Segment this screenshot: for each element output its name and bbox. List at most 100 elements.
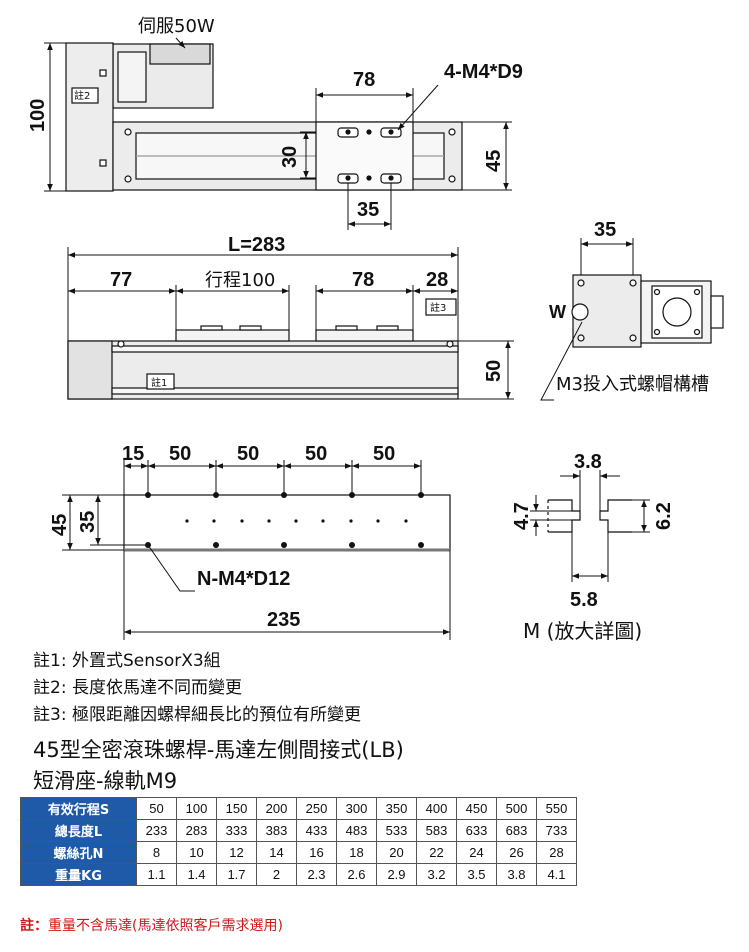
table-cell: 683 (496, 819, 537, 842)
title-line-2: 短滑座-線軌M9 (33, 769, 178, 793)
dim-L: L=283 (228, 234, 285, 256)
row-header: 有效行程S (20, 797, 137, 820)
row-header: 總長度L (20, 819, 137, 842)
servo-label: 伺服50W (138, 16, 215, 37)
table-cell: 400 (416, 797, 457, 820)
table-cell: 483 (336, 819, 377, 842)
technical-drawing: 註2 伺服50W 100 78 4-M4*D9 30 45 35 (27, 16, 724, 643)
dim-45-bot: 45 (49, 514, 71, 536)
table-cell: 733 (536, 819, 577, 842)
table-cell: 8 (136, 841, 177, 864)
table-cell: 2.9 (376, 863, 417, 886)
bottom-view (123, 494, 451, 552)
row-header: 螺絲孔N (20, 841, 137, 864)
row-header: 重量KG (20, 863, 137, 886)
w-label: W (549, 302, 566, 322)
footer-note: 註：重量不含馬達(馬達依照客戶需求選用) (20, 915, 283, 935)
detail-m (547, 499, 632, 533)
note3-tag: 註3 (430, 302, 446, 314)
dim-35-top: 35 (357, 199, 379, 221)
detail-label: M (放大詳圖) (523, 619, 642, 643)
table-cell: 300 (336, 797, 377, 820)
note2-tag: 註2 (74, 90, 90, 102)
table-cell: 10 (176, 841, 217, 864)
dim-4-7: 4.7 (511, 502, 533, 530)
dim-50-side: 50 (483, 360, 505, 382)
dim-100: 100 (27, 99, 49, 132)
table-cell: 550 (536, 797, 577, 820)
dim-78-top: 78 (353, 69, 375, 91)
table-cell: 200 (256, 797, 297, 820)
end-view (571, 274, 724, 348)
dim-50-a: 50 (169, 443, 191, 465)
table-cell: 22 (416, 841, 457, 864)
holes-top-label: 4-M4*D9 (444, 61, 523, 83)
table-cell: 350 (376, 797, 417, 820)
base-plate (123, 494, 451, 551)
stroke-label: 行程100 (205, 270, 275, 291)
table-cell: 383 (256, 819, 297, 842)
side-view (67, 298, 459, 400)
table-cell: 283 (176, 819, 217, 842)
dim-235: 235 (267, 609, 300, 631)
table-cell: 24 (456, 841, 497, 864)
dim-50-d: 50 (373, 443, 395, 465)
model-title: 45型全密滾珠螺桿-馬達左側間接式(LB) 短滑座-線軌M9 (33, 735, 404, 797)
carriage-right (315, 329, 414, 342)
table-cell: 533 (376, 819, 417, 842)
table-cell: 450 (456, 797, 497, 820)
note-3: 註3: 極限距離因螺桿細長比的預位有所變更 (33, 705, 361, 725)
dim-78-mid: 78 (352, 269, 374, 291)
table-cell: 20 (376, 841, 417, 864)
dim-6-2: 6.2 (653, 502, 675, 530)
table-cell: 2 (256, 863, 297, 886)
table-cell: 1.7 (216, 863, 257, 886)
table-cell: 633 (456, 819, 497, 842)
footer-prefix: 註： (20, 918, 48, 934)
top-view (65, 42, 463, 192)
dim-50-b: 50 (237, 443, 259, 465)
table-cell: 50 (136, 797, 177, 820)
notes-block: 註1: 外置式SensorX3組 註2: 長度依馬達不同而變更 註3: 極限距離… (33, 648, 361, 729)
dim-45-top: 45 (483, 150, 505, 172)
dim-77: 77 (110, 269, 132, 291)
dim-30: 30 (279, 146, 301, 168)
table-cell: 26 (496, 841, 537, 864)
table-cell: 4.1 (536, 863, 577, 886)
note1-tag: 註1 (151, 377, 167, 389)
dim-50-c: 50 (305, 443, 327, 465)
table-cell: 583 (416, 819, 457, 842)
table-cell: 18 (336, 841, 377, 864)
table-cell: 250 (296, 797, 337, 820)
m3-slot-label: M3投入式螺帽構槽 (556, 374, 709, 395)
title-line-1: 45型全密滾珠螺桿-馬達左側間接式(LB) (33, 738, 404, 762)
table-cell: 100 (176, 797, 217, 820)
note-2: 註2: 長度依馬達不同而變更 (33, 678, 242, 698)
table-cell: 12 (216, 841, 257, 864)
end-block-top (65, 42, 114, 192)
dim-3-8: 3.8 (574, 451, 602, 473)
dim-15: 15 (122, 443, 144, 465)
carriage-left (175, 329, 290, 342)
table-cell: 500 (496, 797, 537, 820)
table-cell: 3.2 (416, 863, 457, 886)
table-cell: 16 (296, 841, 337, 864)
table-cell: 2.3 (296, 863, 337, 886)
table-cell: 14 (256, 841, 297, 864)
dim-35-end: 35 (594, 219, 616, 241)
table-cell: 1.1 (136, 863, 177, 886)
table-cell: 3.8 (496, 863, 537, 886)
table-cell: 3.5 (456, 863, 497, 886)
dim-5-8: 5.8 (570, 589, 598, 611)
footer-text: 重量不含馬達(馬達依照客戶需求選用) (48, 918, 283, 934)
table-cell: 233 (136, 819, 177, 842)
table-cell: 150 (216, 797, 257, 820)
note-1: 註1: 外置式SensorX3組 (33, 651, 221, 671)
table-cell: 433 (296, 819, 337, 842)
table-cell: 2.6 (336, 863, 377, 886)
